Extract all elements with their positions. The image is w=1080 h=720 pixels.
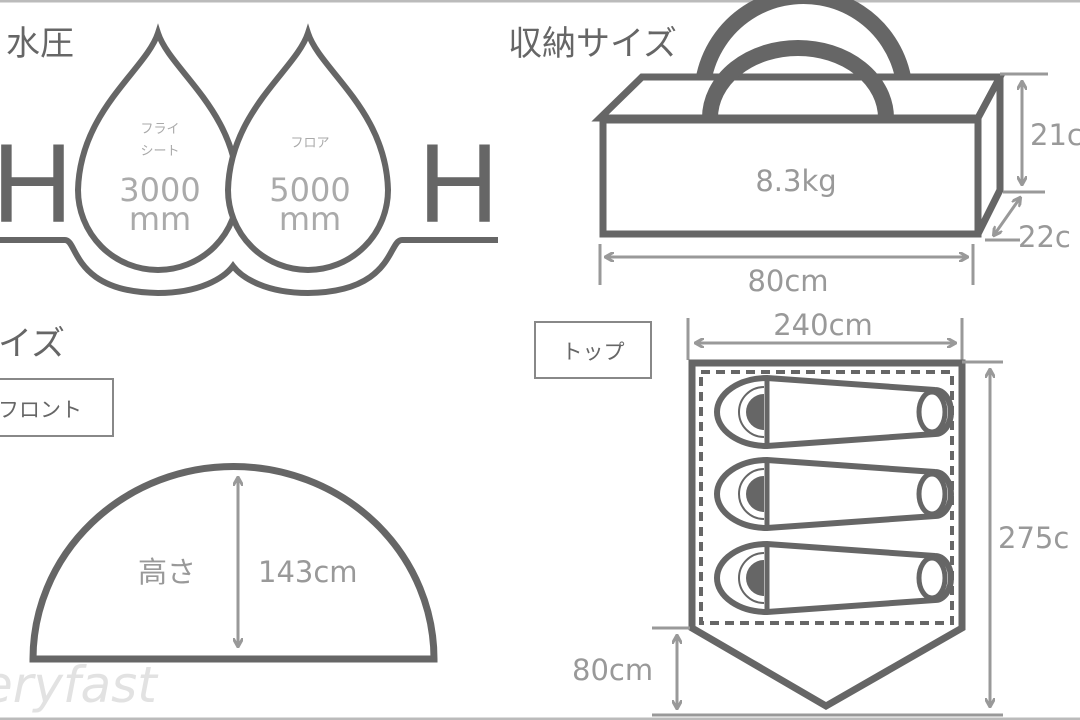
vestibule-length: 80cm: [572, 653, 653, 687]
top-tab-label: トップ: [562, 340, 625, 364]
sleeping-bag-foot: [916, 471, 948, 517]
front-tab-box: [0, 378, 114, 437]
head-icon: [746, 476, 764, 512]
bag-top-face: [591, 73, 1006, 122]
floor-unit: mm: [279, 200, 341, 238]
fly-unit: mm: [129, 200, 191, 238]
sleeping-bag-icon: [714, 456, 954, 532]
size-title: イズ: [0, 324, 65, 364]
bag-depth: 22c: [1018, 220, 1071, 254]
head-icon: [746, 394, 764, 430]
sleeping-bag-icon: [714, 540, 954, 616]
sleeping-bags: [714, 374, 954, 616]
head-icon: [746, 560, 764, 596]
tent-top-outline: [688, 359, 966, 711]
storage-title: 収納サイズ: [508, 24, 677, 64]
sleeping-bag-body: [714, 456, 954, 532]
fly-label-line1: フライ: [140, 122, 179, 137]
top-length: 275c: [998, 521, 1069, 555]
sleeping-bag-foot: [916, 389, 948, 435]
hood-outline: [738, 552, 765, 604]
bag-handle-front-icon: [702, 40, 894, 119]
top-tab-box: [534, 321, 652, 379]
watermark: eryfast: [0, 656, 159, 714]
bag-width: 80cm: [747, 264, 828, 298]
fly-label-line2: シート: [140, 144, 179, 159]
front-tab-label: フロント: [0, 398, 82, 422]
floor-label: フロア: [290, 136, 329, 151]
fly-value: 3000: [119, 171, 200, 209]
sleeping-bag-icon: [714, 374, 954, 450]
sleeping-bag-foot: [916, 555, 948, 601]
bag-weight: 8.3kg: [755, 164, 836, 198]
fly-drop-icon: [74, 23, 242, 273]
height-label: 高さ: [138, 555, 196, 589]
sleeping-bag-body: [714, 540, 954, 616]
top-width: 240cm: [773, 308, 873, 342]
bag-height: 21c: [1030, 118, 1080, 152]
hood-outline: [738, 386, 765, 438]
floor-value: 5000: [269, 171, 350, 209]
bag-depth-arrow: [994, 198, 1020, 235]
floor-drop-icon: [224, 23, 392, 273]
bag-handle-back-icon: [693, 0, 911, 120]
h-left-letter: H: [0, 121, 73, 246]
h-right-letter: H: [418, 121, 499, 246]
tent-front-outline: [29, 463, 438, 663]
bag-front-face: [599, 116, 982, 238]
water-pressure-title: 水圧: [6, 24, 74, 64]
ground-line: [0, 237, 498, 297]
sleeping-bag-body: [714, 374, 954, 450]
height-value: 143cm: [258, 555, 358, 589]
hood-outline: [738, 468, 765, 520]
